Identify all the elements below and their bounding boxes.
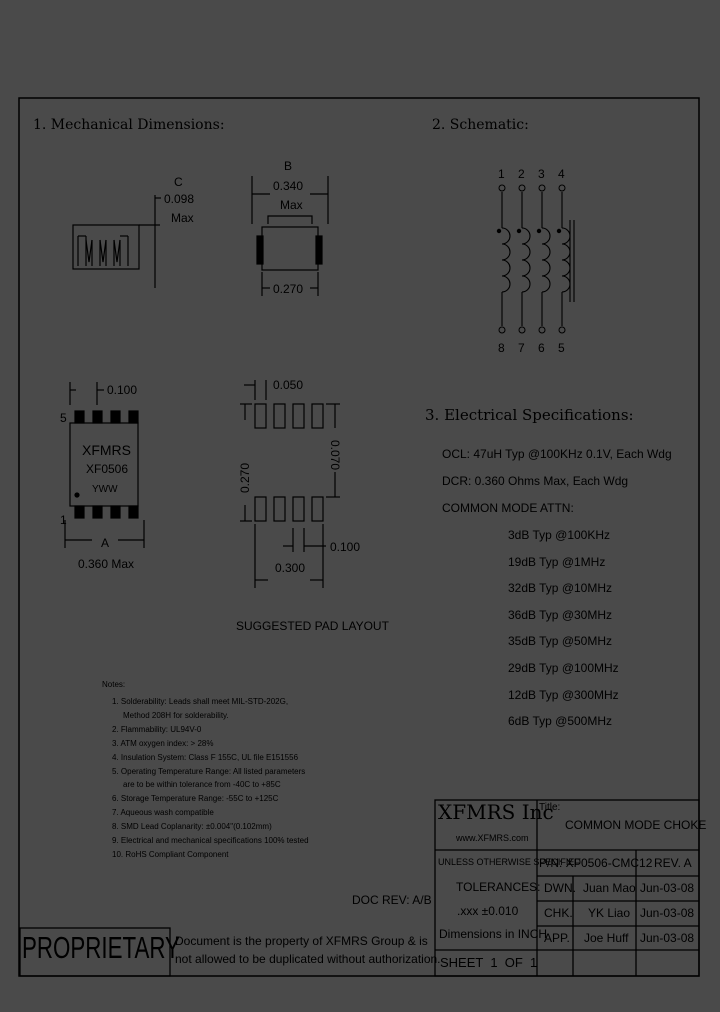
tolerance-line-1: UNLESS OTHERWISE SPECIFIED <box>438 857 581 867</box>
pad-caption: SUGGESTED PAD LAYOUT <box>236 619 390 633</box>
note-line: 9. Electrical and mechanical specificati… <box>112 836 309 845</box>
note-line: are to be within tolerance from -40C to … <box>123 780 281 790</box>
dcr-spec: DCR: 0.360 Ohms Max, Each Wdg <box>442 474 629 488</box>
schematic-pin-top: 2 <box>518 167 525 181</box>
proprietary-word: PROPRIETARY <box>22 930 180 965</box>
polarity-dot <box>536 228 542 234</box>
title-value: COMMON MODE CHOKE <box>565 818 707 832</box>
pin-terminal <box>498 184 506 192</box>
schematic-pin-bottom: 5 <box>558 341 565 355</box>
attenuation-item: 35dB Typ @50MHz <box>508 634 613 649</box>
note-line: 8. SMD Lead Coplanarity: ±0.004"(0.102mm… <box>112 822 272 832</box>
note-line: 10. RoHS Compliant Component <box>112 849 229 859</box>
schematic-pin-bottom: 7 <box>518 341 525 355</box>
tolerance-line-4: Dimensions in INCH <box>439 927 548 941</box>
attenuation-item: 12dB Typ @300MHz <box>508 687 619 702</box>
note-line: Method 208H for solderability. <box>123 710 229 720</box>
schematic-pin-top: 3 <box>538 167 545 181</box>
pin1-label: 1 <box>60 513 67 527</box>
pin-terminal <box>538 326 546 334</box>
note-line: 2. Flammability: UL94V-0 <box>112 724 202 734</box>
c-max: Max <box>171 211 194 225</box>
notes-title: Notes: <box>102 680 126 689</box>
schematic-pin-top: 4 <box>558 167 565 181</box>
note-line: 7. Aqueous wash compatible <box>112 808 214 818</box>
pin-terminal <box>538 184 546 192</box>
company-website: www.XFMRS.com <box>456 833 529 843</box>
note-line: 6. Storage Temperature Range: -55C to +1… <box>112 794 279 804</box>
b-bottom: 0.270 <box>273 282 303 296</box>
package-top-view <box>64 382 145 548</box>
chip-part: XF0506 <box>86 462 128 476</box>
schematic-drawing <box>501 192 575 326</box>
pin-terminal <box>518 326 526 334</box>
ocl-spec: OCL: 47uH Typ @100KHz 0.1V, Each Wdg <box>442 447 672 461</box>
sheet-number: SHEET 1 OF 1 <box>440 955 538 970</box>
chip-date: YWW <box>92 484 118 495</box>
c-value: 0.098 <box>164 192 194 206</box>
chk-name: YK Liao <box>588 906 631 920</box>
pad-right-dim: 0.070 <box>328 440 342 470</box>
polarity-dot <box>556 228 562 234</box>
c-label: C <box>174 175 183 189</box>
a-label: A <box>101 536 109 550</box>
note-line: 3. ATM oxygen index: > 28% <box>112 738 214 748</box>
tolerance-line-3: .xxx ±0.010 <box>457 904 519 918</box>
dwn-date: Jun-03-08 <box>640 881 695 895</box>
dwn-name: Juan Mao <box>583 881 636 895</box>
chk-date: Jun-03-08 <box>640 906 695 920</box>
pad-bottom-dim: 0.100 <box>330 540 360 554</box>
note-line: 1. Solderability: Leads shall meet MIL-S… <box>112 697 289 706</box>
a-value: 0.360 Max <box>78 557 134 571</box>
note-line: 4. Insulation System: Class F 155C, UL f… <box>112 752 299 762</box>
app-date: Jun-03-08 <box>640 931 695 945</box>
attenuation-item: 32dB Typ @10MHz <box>508 581 613 596</box>
title-label: Title: <box>539 802 561 813</box>
revision: REV. A <box>654 856 692 870</box>
schematic-pin-top: 1 <box>498 167 505 181</box>
sheet-border <box>18 97 700 977</box>
attenuation-item: 19dB Typ @1MHz <box>508 554 606 569</box>
pad-top-dim: 0.050 <box>273 378 303 392</box>
attenuation-item: 3dB Typ @100KHz <box>508 528 611 542</box>
b-max: Max <box>280 198 303 212</box>
schematic-pin-bottom: 8 <box>498 341 505 355</box>
app-label: APP. <box>544 931 570 945</box>
dwn-label: DWN. <box>544 881 576 895</box>
b-label: B <box>284 159 292 173</box>
schematic-pin-bottom: 6 <box>538 341 545 355</box>
section-mechanical: 1. Mechanical Dimensions: <box>33 117 225 133</box>
company-name: XFMRS Inc <box>438 800 554 824</box>
proprietary-line-1: Document is the property of XFMRS Group … <box>175 934 428 948</box>
polarity-dot <box>496 228 502 234</box>
pin-terminal <box>518 184 526 192</box>
doc-rev: DOC REV: A/B <box>352 893 432 907</box>
pin-terminal <box>558 184 566 192</box>
part-number: P/N: XF0506-CMC12 <box>539 856 653 870</box>
app-name: Joe Huff <box>584 931 629 945</box>
cm-title: COMMON MODE ATTN: <box>442 501 574 515</box>
pin-terminal <box>558 326 566 334</box>
pad-layout <box>240 380 340 588</box>
section-electrical: 3. Electrical Specifications: <box>425 406 634 424</box>
attenuation-item: 6dB Typ @500MHz <box>508 714 613 729</box>
proprietary-line-2: not allowed to be duplicated without aut… <box>175 952 441 966</box>
attenuation-item: 36dB Typ @30MHz <box>508 607 613 622</box>
chk-label: CHK. <box>544 906 573 920</box>
pin-terminal <box>498 326 506 334</box>
pad-left-dim: 0.270 <box>238 463 252 493</box>
top-pitch: 0.100 <box>107 383 137 397</box>
chip-brand: XFMRS <box>82 442 131 458</box>
polarity-dot <box>516 228 522 234</box>
b-value: 0.340 <box>273 179 303 193</box>
note-line: 5. Operating Temperature Range: All list… <box>112 766 306 776</box>
pin5-label: 5 <box>60 411 67 425</box>
attenuation-item: 29dB Typ @100MHz <box>508 661 619 675</box>
pad-width-dim: 0.300 <box>275 561 305 575</box>
top-view-b <box>251 176 329 296</box>
tolerance-line-2: TOLERANCES: <box>456 880 541 894</box>
side-view-c <box>72 195 161 288</box>
section-schematic: 2. Schematic: <box>432 117 529 133</box>
